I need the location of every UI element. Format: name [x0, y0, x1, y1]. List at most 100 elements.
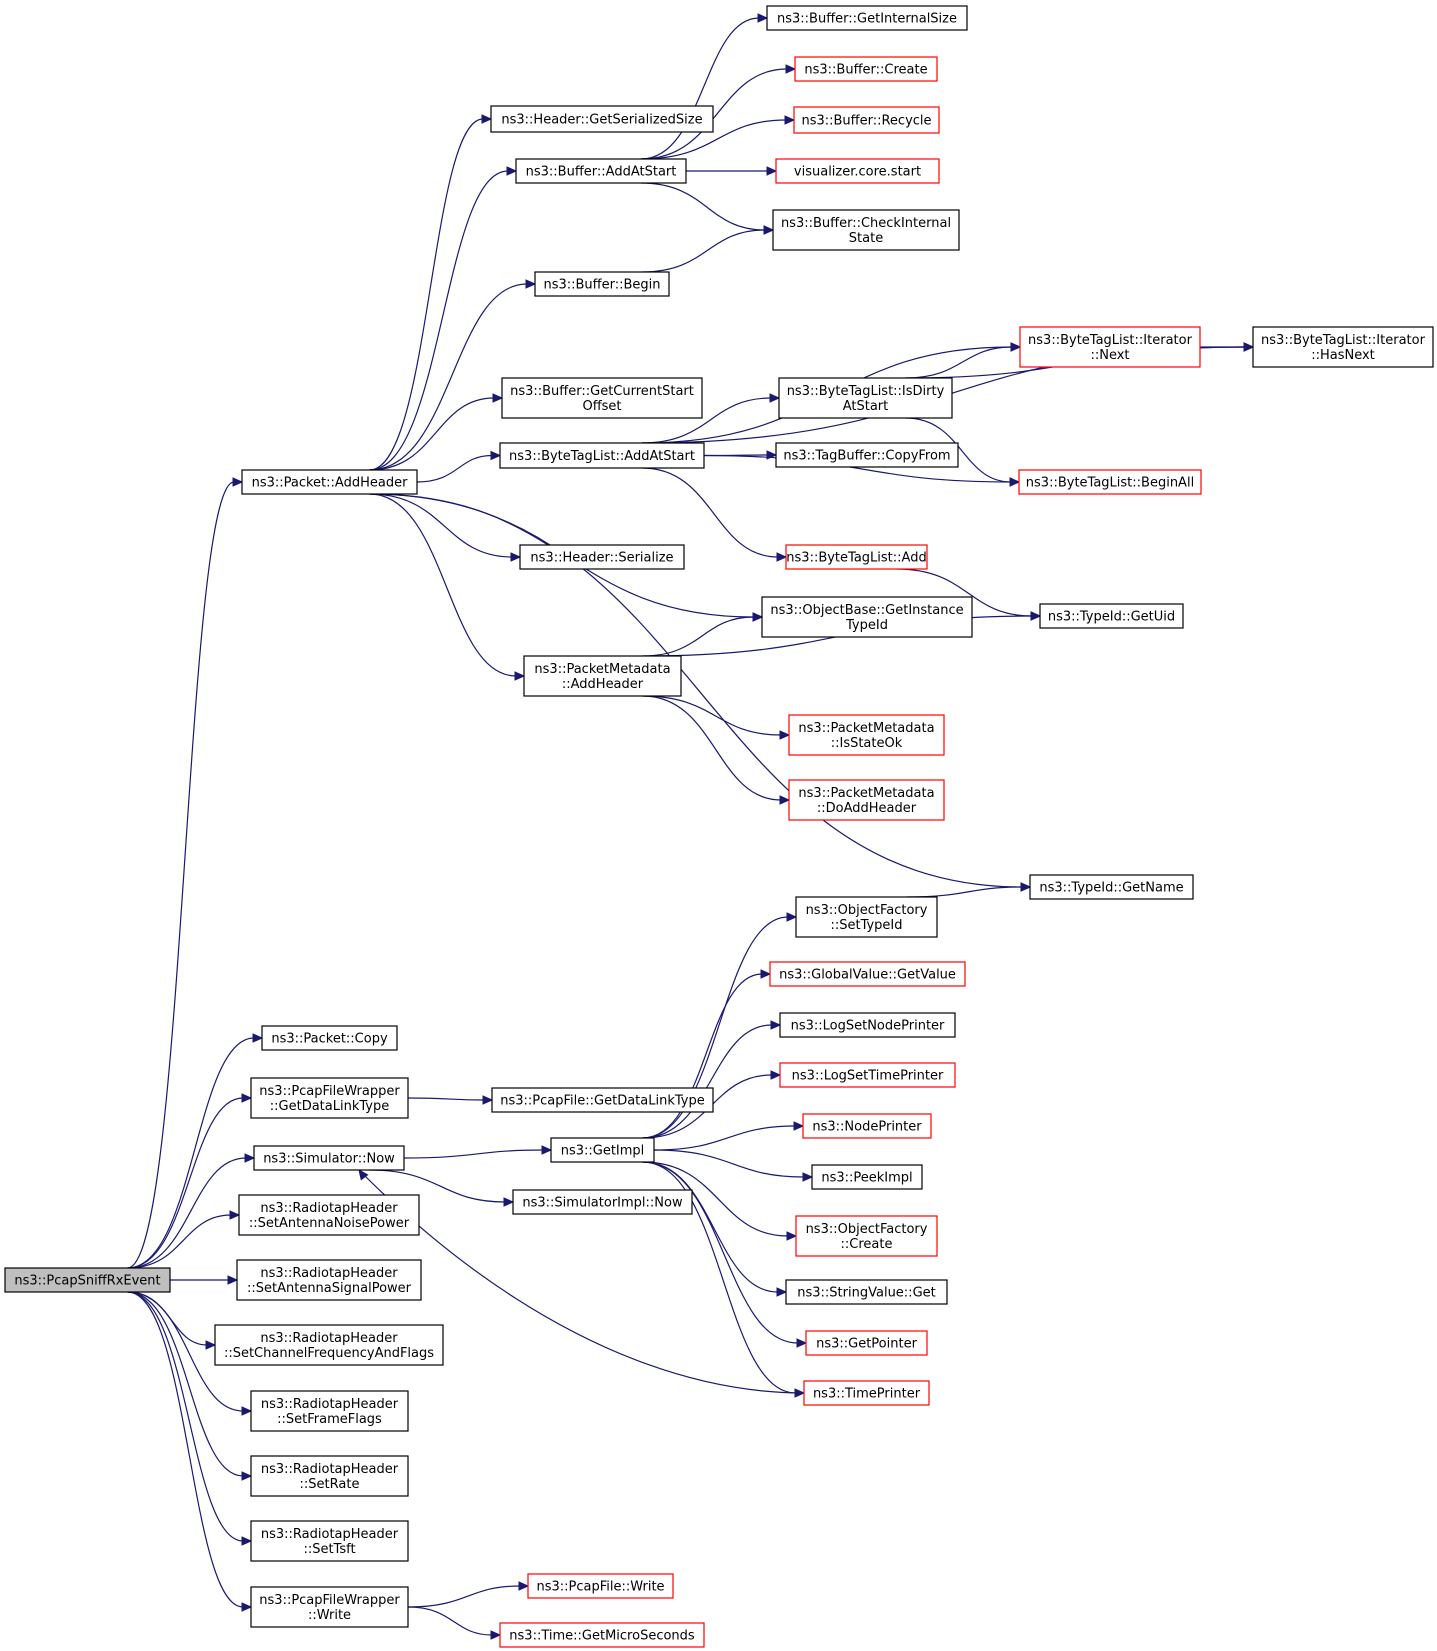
- edge-arrowhead: [779, 730, 791, 740]
- node-label: ns3::GlobalValue::GetValue: [779, 968, 956, 983]
- node-label: ns3::Simulator::Now: [263, 1152, 395, 1167]
- node-pmaddhdr[interactable]: ns3::PacketMetadata::AddHeader: [523, 655, 682, 697]
- edge-line: [368, 1169, 506, 1203]
- node-getimpl[interactable]: ns3::GetImpl: [550, 1137, 655, 1163]
- edge-line: [905, 417, 1012, 483]
- edge-arrowhead: [481, 114, 493, 124]
- edge-arrowhead: [525, 279, 537, 289]
- node-box: [250, 1390, 409, 1432]
- node-btladdstart[interactable]: ns3::ByteTagList::AddAtStart: [499, 442, 705, 469]
- edge-addheader-to-bufbegin: [369, 279, 537, 471]
- edge-addheader-to-bufcurstart: [369, 393, 504, 471]
- edge-getimpl-to-strvalget: [642, 1161, 788, 1297]
- node-bufbegin[interactable]: ns3::Buffer::Begin: [534, 271, 670, 297]
- node-gvgetval[interactable]: ns3::GlobalValue::GetValue: [769, 961, 966, 987]
- edge-arrowhead: [514, 671, 526, 681]
- node-pfwrite[interactable]: ns3::PcapFile::Write: [527, 1573, 674, 1599]
- node-box: [794, 56, 938, 82]
- node-settsft[interactable]: ns3::RadiotapHeader::SetTsft: [250, 1520, 409, 1562]
- edge-line: [642, 1161, 797, 1394]
- node-copy[interactable]: ns3::Packet::Copy: [261, 1025, 398, 1051]
- node-root[interactable]: ns3::PcapSniffRxEvent: [4, 1267, 171, 1293]
- node-itnext[interactable]: ns3::ByteTagList::Iterator::Next: [1019, 326, 1201, 368]
- node-simimplnow[interactable]: ns3::SimulatorImpl::Now: [512, 1189, 693, 1215]
- node-box: [785, 1279, 948, 1305]
- node-label: ns3::PeekImpl: [821, 1171, 912, 1186]
- node-setantsig[interactable]: ns3::RadiotapHeader::SetAntennaSignalPow…: [236, 1259, 422, 1301]
- edge-addheader-to-bufaddstart: [369, 166, 518, 471]
- node-tagcopy[interactable]: ns3::TagBuffer::CopyFrom: [775, 442, 959, 468]
- node-btlbeginall[interactable]: ns3::ByteTagList::BeginAll: [1018, 469, 1202, 495]
- edge-line: [905, 346, 1013, 379]
- edge-line: [407, 1585, 521, 1608]
- node-logtimep[interactable]: ns3::LogSetTimePrinter: [779, 1062, 956, 1088]
- node-vizstart[interactable]: visualizer.core.start: [775, 158, 940, 184]
- edge-getimpl-to-gvgetval: [642, 969, 772, 1139]
- node-pmisok[interactable]: ns3::PacketMetadata::IsStateOk: [788, 714, 945, 756]
- node-hdrser[interactable]: ns3::Header::Serialize: [519, 544, 685, 570]
- node-getdatalinktype_w[interactable]: ns3::PcapFileWrapper::GetDataLinkType: [250, 1077, 409, 1119]
- edge-arrowhead: [1243, 342, 1255, 352]
- node-label: ::IsStateOk: [831, 736, 903, 751]
- node-setrate[interactable]: ns3::RadiotapHeader::SetRate: [250, 1455, 409, 1497]
- edge-bufaddstart-to-bufintsize: [640, 13, 769, 160]
- edge-addheader-to-btladdstart: [416, 450, 502, 483]
- node-pfgetdlt[interactable]: ns3::PcapFile::GetDataLinkType: [491, 1087, 714, 1113]
- node-timegetus[interactable]: ns3::Time::GetMicroSeconds: [499, 1622, 705, 1648]
- node-bufcreate[interactable]: ns3::Buffer::Create: [794, 56, 938, 82]
- node-label: ::Create: [841, 1237, 893, 1252]
- node-pmdoadd[interactable]: ns3::PacketMetadata::DoAddHeader: [788, 779, 945, 821]
- node-wwrite[interactable]: ns3::PcapFileWrapper::Write: [250, 1586, 409, 1628]
- edge-arrowhead: [763, 225, 775, 235]
- node-nodeprinter[interactable]: ns3::NodePrinter: [802, 1113, 932, 1139]
- node-label: ns3::TagBuffer::CopyFrom: [783, 449, 950, 464]
- node-lognodep[interactable]: ns3::LogSetNodePrinter: [779, 1012, 956, 1038]
- node-label: ns3::Buffer::CheckInternal: [781, 216, 951, 231]
- edge-arrowhead: [1030, 611, 1042, 621]
- node-getpointer[interactable]: ns3::GetPointer: [805, 1330, 928, 1356]
- edge-line: [127, 1157, 247, 1269]
- edge-bufbegin-to-bufcheck: [641, 225, 775, 273]
- node-timeprinter[interactable]: ns3::TimePrinter: [803, 1380, 930, 1406]
- node-ithasnext[interactable]: ns3::ByteTagList::Iterator::HasNext: [1252, 326, 1434, 368]
- node-hdrsize[interactable]: ns3::Header::GetSerializedSize: [490, 105, 714, 133]
- node-box: [550, 1137, 655, 1163]
- node-ofcreate[interactable]: ns3::ObjectFactory::Create: [795, 1215, 938, 1257]
- node-box: [501, 377, 703, 419]
- node-tidgetuid[interactable]: ns3::TypeId::GetUid: [1039, 603, 1184, 629]
- edge-addheader-to-tidgetname: [369, 493, 1032, 892]
- edge-line: [642, 916, 789, 1139]
- node-box: [4, 1267, 171, 1293]
- edge-arrowhead: [757, 13, 769, 23]
- node-simnow[interactable]: ns3::Simulator::Now: [253, 1145, 405, 1171]
- node-box: [775, 158, 940, 184]
- node-addheader[interactable]: ns3::Packet::AddHeader: [241, 469, 418, 495]
- node-label: ::SetAntennaNoisePower: [249, 1216, 410, 1231]
- node-strvalget[interactable]: ns3::StringValue::Get: [785, 1279, 948, 1305]
- node-label: ns3::ByteTagList::Iterator: [1028, 333, 1193, 348]
- node-tidgetname[interactable]: ns3::TypeId::GetName: [1029, 874, 1194, 900]
- node-ofsettid[interactable]: ns3::ObjectFactory::SetTypeId: [795, 896, 938, 938]
- edge-root-to-setrate: [127, 1291, 253, 1481]
- edge-line: [640, 68, 788, 160]
- node-bufintsize[interactable]: ns3::Buffer::GetInternalSize: [766, 5, 968, 31]
- node-bufrecycle[interactable]: ns3::Buffer::Recycle: [793, 106, 940, 134]
- node-bufaddstart[interactable]: ns3::Buffer::AddAtStart: [515, 158, 687, 184]
- edge-arrowhead: [510, 552, 522, 562]
- node-setframe[interactable]: ns3::RadiotapHeader::SetFrameFlags: [250, 1390, 409, 1432]
- edge-line: [641, 229, 766, 273]
- node-setchan[interactable]: ns3::RadiotapHeader::SetChannelFrequency…: [214, 1324, 444, 1366]
- node-peekimpl[interactable]: ns3::PeekImpl: [811, 1164, 923, 1190]
- node-box: [779, 1062, 956, 1088]
- node-setantnoise[interactable]: ns3::RadiotapHeader::SetAntennaNoisePowe…: [238, 1194, 420, 1236]
- node-box: [490, 105, 714, 133]
- node-label: ::SetFrameFlags: [277, 1412, 382, 1427]
- node-btladd[interactable]: ns3::ByteTagList::Add: [785, 544, 928, 570]
- edge-line: [642, 1024, 773, 1139]
- node-label: ::Write: [308, 1608, 351, 1623]
- edge-line: [127, 1291, 244, 1542]
